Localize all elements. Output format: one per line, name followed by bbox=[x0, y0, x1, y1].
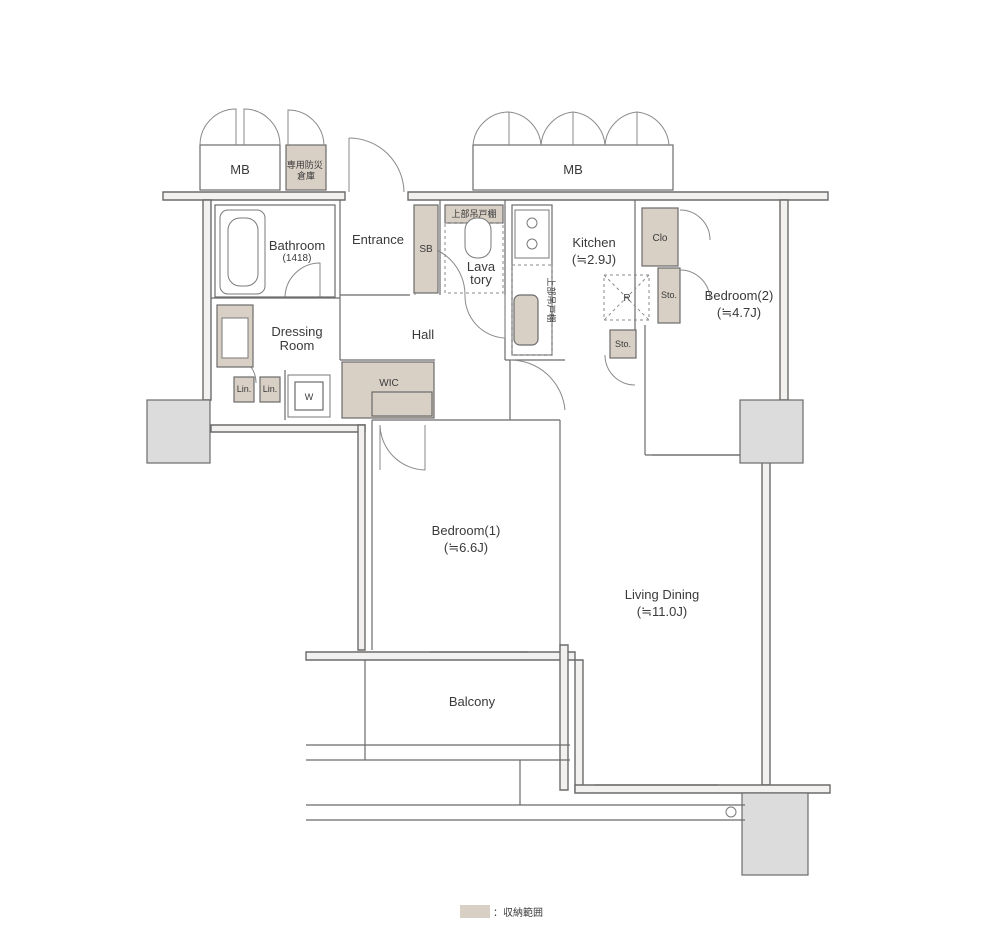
pillar-bottom bbox=[741, 792, 809, 876]
windows bbox=[430, 454, 740, 786]
bedroom1-size-label: (≒6.6J) bbox=[444, 540, 488, 555]
legend-label: ：収納範囲 bbox=[493, 906, 543, 919]
balcony-lines bbox=[306, 660, 745, 821]
living-dining-size-label: (≒11.0J) bbox=[637, 604, 687, 619]
bathroom-label: Bathroom bbox=[269, 238, 325, 253]
lavatory-label-2: tory bbox=[470, 272, 492, 287]
lavatory-fixtures bbox=[444, 204, 504, 294]
mb-right-closet bbox=[472, 111, 674, 191]
legend-swatch bbox=[460, 905, 490, 918]
mb-left-closet bbox=[199, 108, 281, 191]
upper-cabinet-label: 上部吊戸棚 bbox=[451, 208, 496, 219]
bathroom-fixtures bbox=[214, 204, 336, 298]
pillar-right bbox=[739, 399, 804, 464]
kitchen-size-label: (≒2.9J) bbox=[572, 252, 616, 267]
pillar-left bbox=[146, 399, 211, 464]
dressing-fixtures bbox=[216, 304, 331, 418]
sto-label-2: Sto. bbox=[615, 339, 631, 349]
balcony-label: Balcony bbox=[449, 694, 496, 709]
entrance-label: Entrance bbox=[352, 232, 404, 247]
lin-label-1: Lin. bbox=[237, 384, 252, 394]
mb-left-label: MB bbox=[230, 162, 250, 177]
kitchen-cabinet-label: 上部吊戸棚 bbox=[546, 277, 557, 322]
shoe-box bbox=[413, 204, 439, 294]
bedroom2-label: Bedroom(2) bbox=[705, 288, 774, 303]
dressing-label-2: Room bbox=[280, 338, 315, 353]
labels: MB 専用防災 倉庫 MB Bathroom (1418) Entrance S… bbox=[230, 159, 773, 709]
exterior-walls bbox=[162, 137, 831, 794]
lavatory-label-1: Lava bbox=[467, 259, 496, 274]
w-label: W bbox=[305, 392, 314, 402]
r-label: R bbox=[623, 293, 630, 304]
hall-label: Hall bbox=[412, 327, 435, 342]
mb-right-label: MB bbox=[563, 162, 583, 177]
bedroom2-storage bbox=[609, 207, 711, 359]
disaster-storage bbox=[285, 109, 327, 191]
kitchen-fixtures bbox=[511, 204, 650, 356]
bedroom2-size-label: (≒4.7J) bbox=[717, 305, 761, 320]
clo-label: Clo bbox=[652, 233, 667, 244]
disaster-storage-label-line: 倉庫 bbox=[297, 170, 315, 181]
bedroom1-label: Bedroom(1) bbox=[432, 523, 501, 538]
bathroom-size-label: (1418) bbox=[283, 253, 312, 264]
disaster-storage-label-line: 専用防災 bbox=[287, 159, 323, 170]
sto-label-1: Sto. bbox=[661, 290, 677, 300]
living-dining-label: Living Dining bbox=[625, 587, 699, 602]
disaster-storage-label: 専用防災 倉庫 bbox=[287, 159, 326, 181]
wic bbox=[341, 361, 435, 419]
lin-label-2: Lin. bbox=[263, 384, 278, 394]
sb-label: SB bbox=[419, 244, 433, 255]
wic-label: WIC bbox=[379, 378, 398, 389]
kitchen-label: Kitchen bbox=[572, 235, 615, 250]
legend: ：収納範囲 bbox=[460, 905, 543, 919]
dressing-label-1: Dressing bbox=[271, 324, 322, 339]
